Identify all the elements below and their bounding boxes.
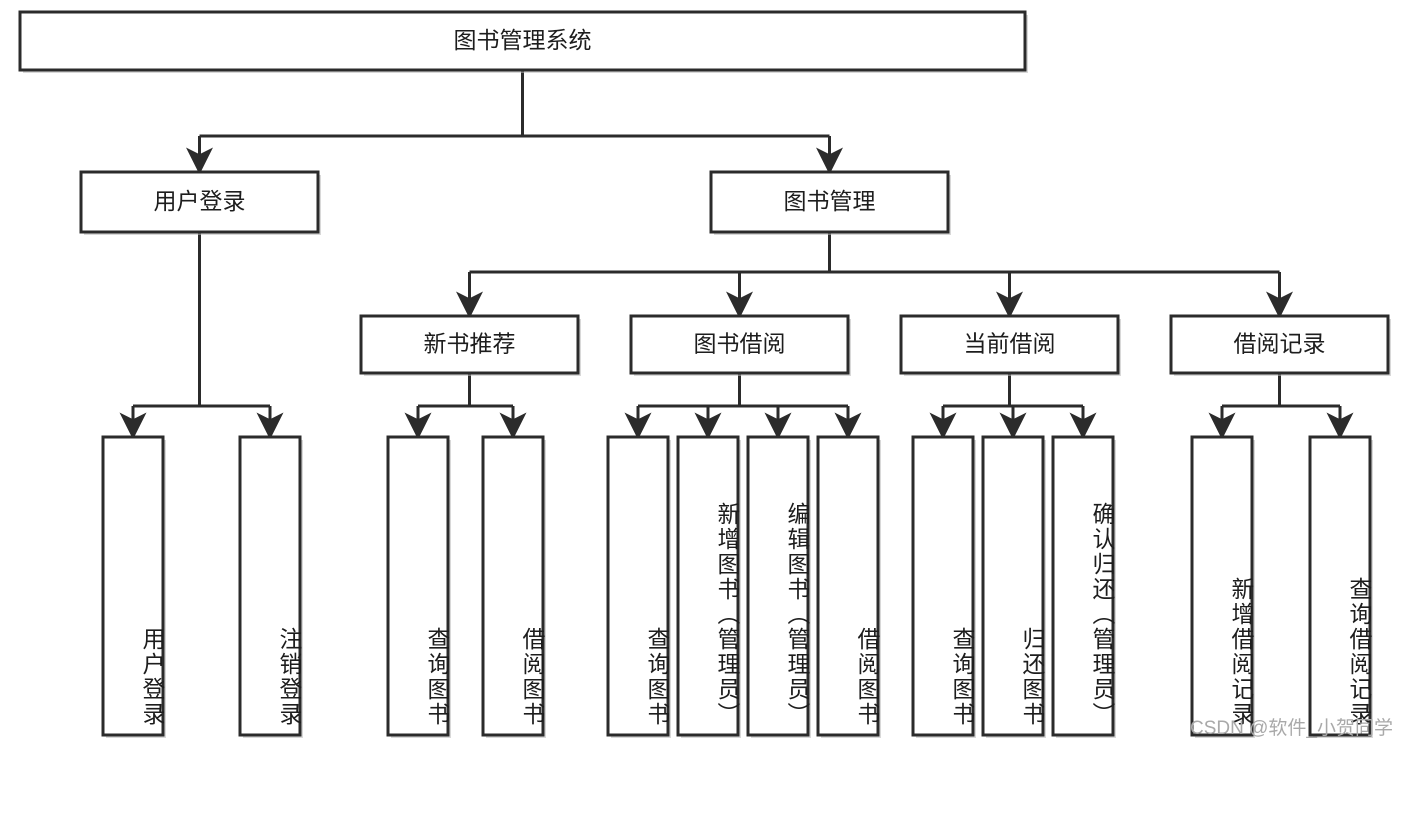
node-box-leaf-add-book-admin[interactable] [676, 435, 740, 737]
node-box-leaf-user-login[interactable] [101, 435, 165, 737]
node-box-leaf-query-borrow-record[interactable] [1308, 435, 1372, 737]
node-label-user-login: 用户登录 [154, 188, 246, 214]
node-box-leaf-query-book-borrow[interactable] [606, 435, 670, 737]
node-label-leaf-edit-book-admin: 编辑图书（管理员） [784, 502, 810, 727]
node-box-leaf-query-book-current[interactable] [911, 435, 975, 737]
node-label-leaf-add-book-admin: 新增图书（管理员） [714, 502, 740, 727]
node-label-leaf-query-book-borrow: 查询图书 [644, 627, 670, 727]
node-label-leaf-query-book-current: 查询图书 [949, 627, 975, 727]
node-box-current-borrow[interactable] [899, 314, 1120, 375]
node-label-leaf-logout: 注销登录 [276, 627, 302, 727]
node-label-leaf-user-login: 用户登录 [139, 627, 165, 727]
node-label-root: 图书管理系统 [454, 27, 592, 53]
node-label-leaf-confirm-return-admin: 确认归还（管理员） [1089, 502, 1115, 727]
node-box-leaf-query-book-recommend[interactable] [386, 435, 450, 737]
node-box-leaf-confirm-return-admin[interactable] [1051, 435, 1115, 737]
node-label-book-management: 图书管理 [784, 188, 876, 214]
node-box-leaf-edit-book-admin[interactable] [746, 435, 810, 737]
node-box-root[interactable] [18, 10, 1027, 72]
node-box-book-management[interactable] [709, 170, 950, 234]
connector-layer [119, 70, 1354, 440]
node-label-borrow-record: 借阅记录 [1234, 331, 1326, 357]
node-label-leaf-borrow-book-recommend: 借阅图书 [519, 627, 545, 727]
node-box-leaf-add-borrow-record[interactable] [1190, 435, 1254, 737]
node-label-leaf-return-book: 归还图书 [1019, 627, 1045, 727]
node-label-leaf-add-borrow-record: 新增借阅记录 [1228, 577, 1254, 727]
node-label-book-borrow: 图书借阅 [694, 331, 786, 357]
node-box-leaf-logout[interactable] [238, 435, 302, 737]
flowchart-canvas: 图书管理系统用户登录图书管理新书推荐图书借阅当前借阅借阅记录 用户登录注销登录查… [18, 10, 1393, 739]
node-label-current-borrow: 当前借阅 [964, 331, 1056, 357]
node-box-user-login[interactable] [79, 170, 320, 234]
node-box-leaf-borrow-book-recommend[interactable] [481, 435, 545, 737]
node-box-layer [18, 10, 1391, 738]
node-label-leaf-borrow-book: 借阅图书 [854, 627, 880, 727]
node-label-new-book-recommend: 新书推荐 [424, 331, 516, 357]
node-box-leaf-borrow-book[interactable] [816, 435, 880, 737]
node-label-leaf-query-borrow-record: 查询借阅记录 [1346, 577, 1372, 727]
csdn-watermark: CSDN @软件_小贺同学 [1190, 718, 1393, 739]
node-box-borrow-record[interactable] [1169, 314, 1390, 375]
node-label-leaf-query-book-recommend: 查询图书 [424, 627, 450, 727]
node-box-new-book-recommend[interactable] [359, 314, 580, 375]
node-box-leaf-return-book[interactable] [981, 435, 1045, 737]
node-box-book-borrow[interactable] [629, 314, 850, 375]
